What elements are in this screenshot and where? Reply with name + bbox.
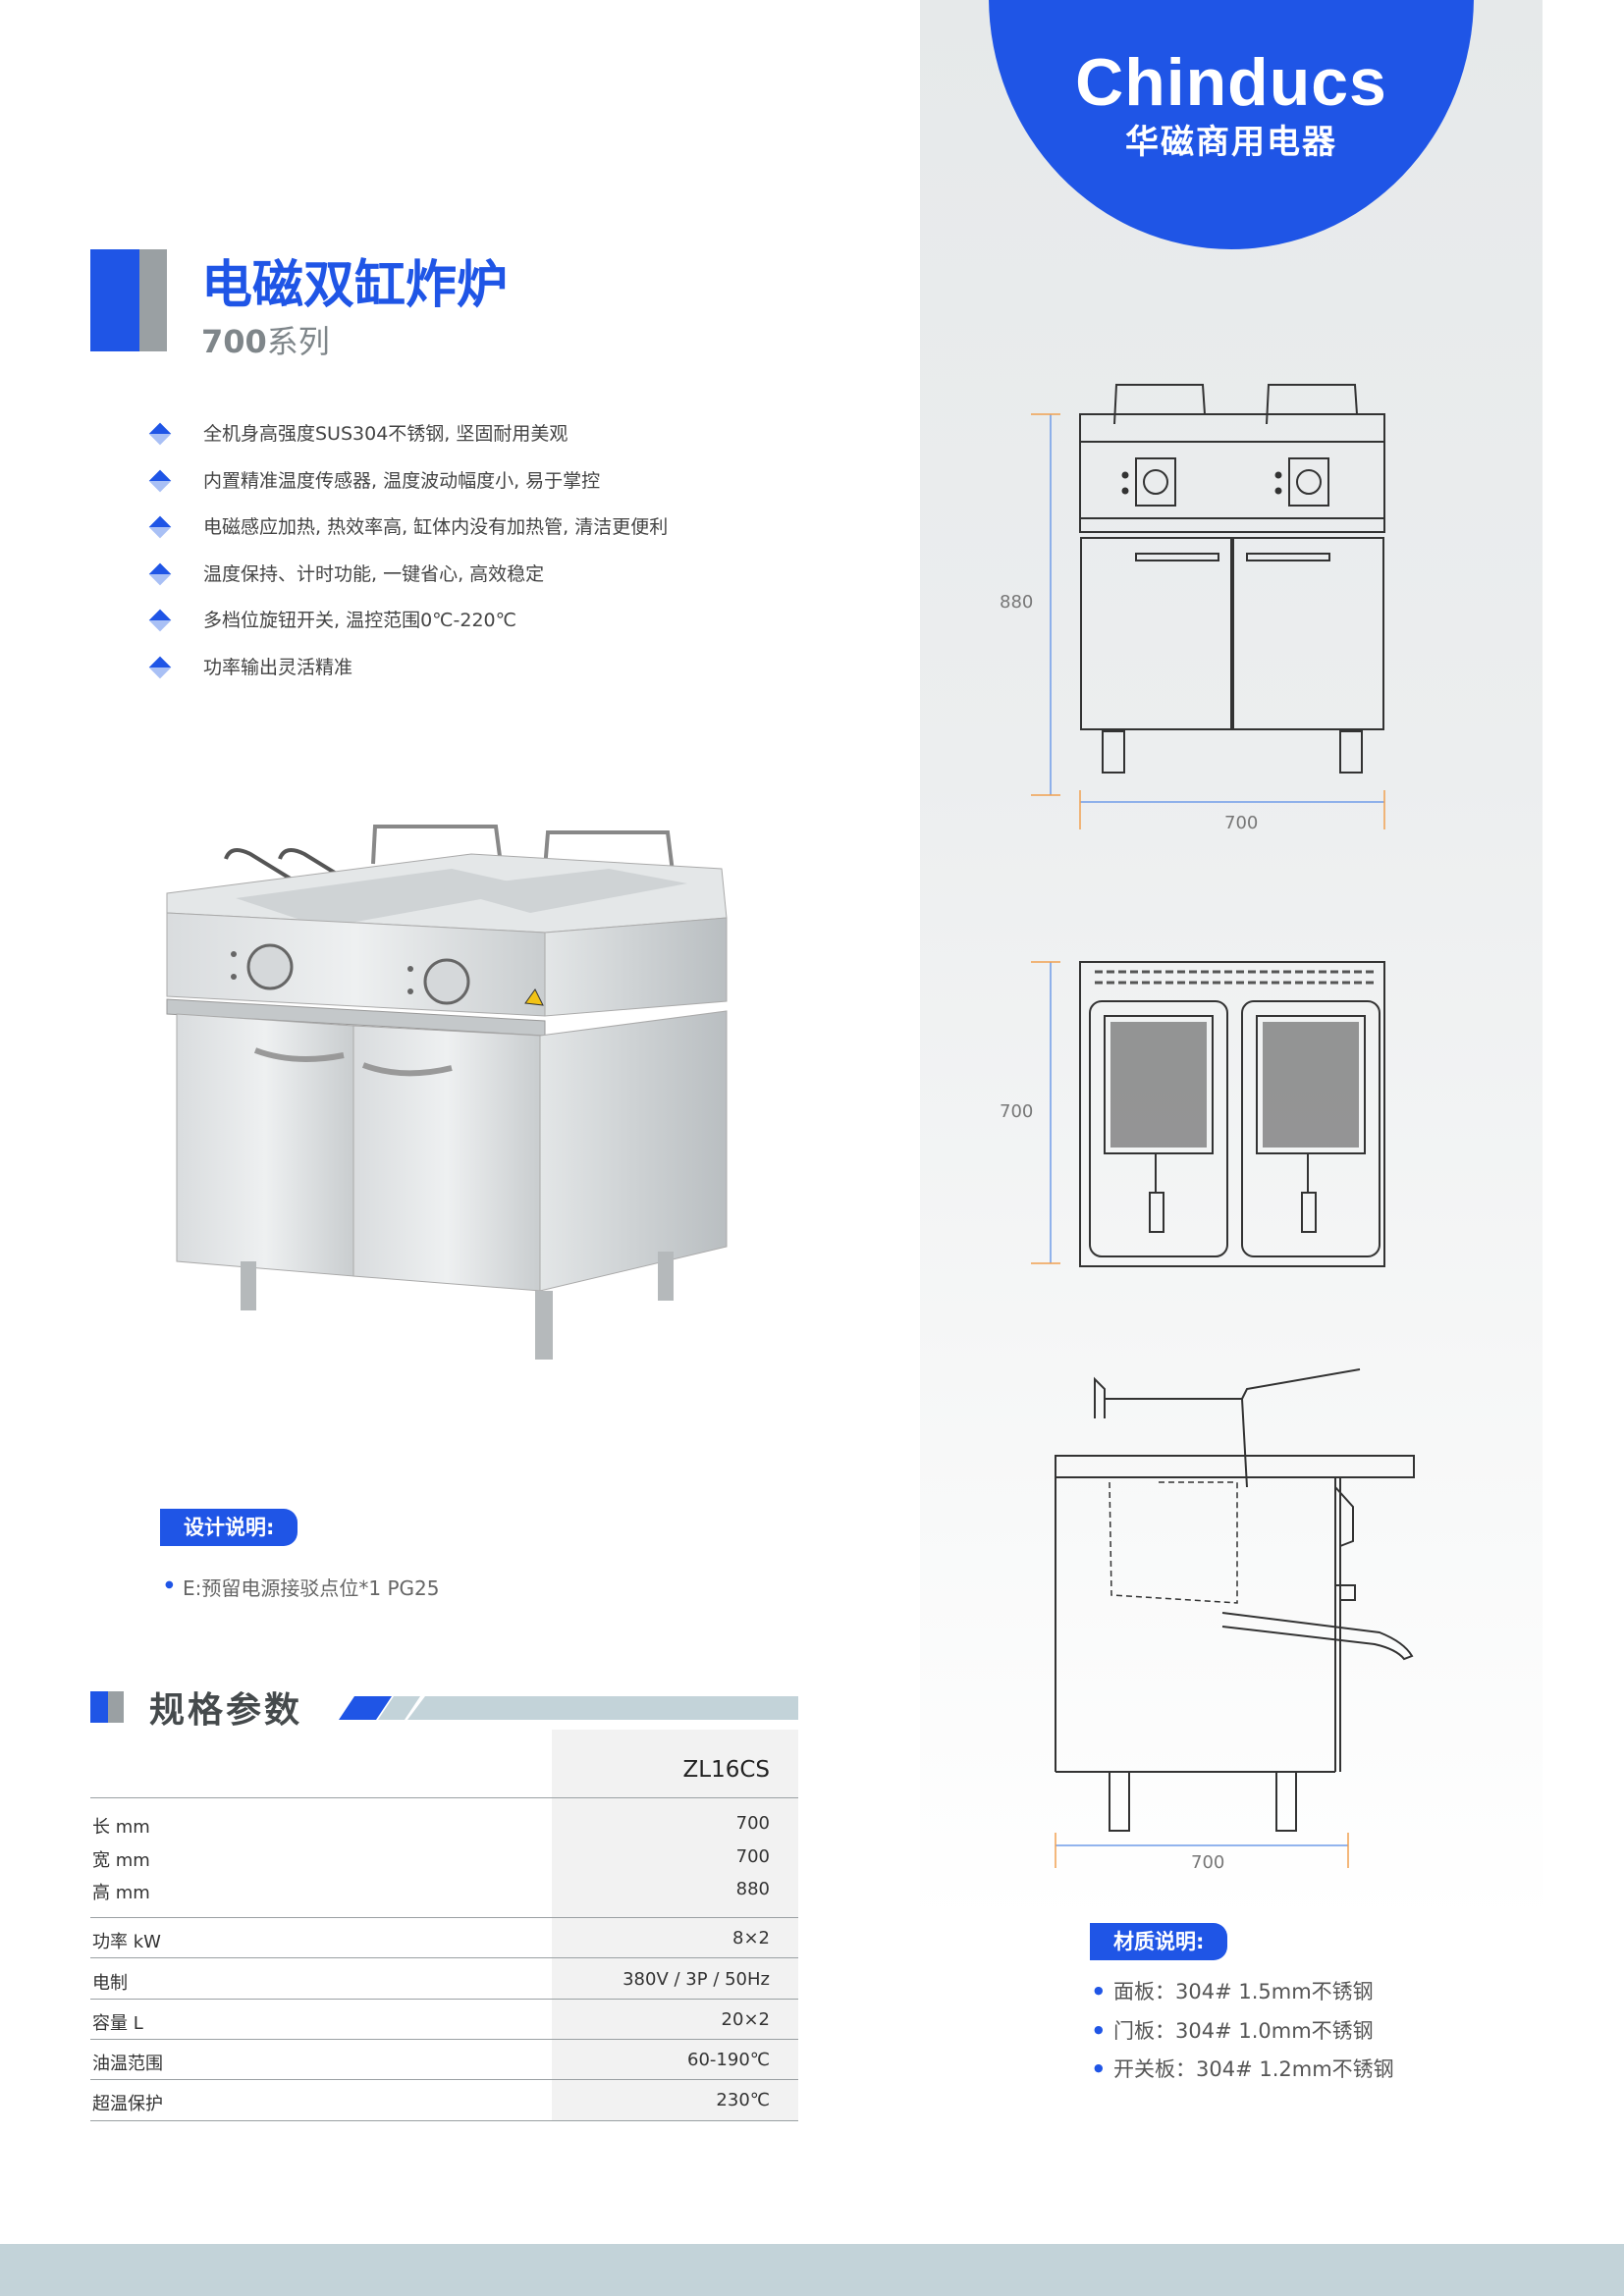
material-item: 门板：304# 1.0mm不锈钢 (1094, 2015, 1374, 2045)
spec-row-value: 8×2 (732, 1928, 770, 1949)
spec-row-label: 电制 (92, 1973, 128, 1994)
title-accent-bar (90, 249, 139, 351)
top-view-drawing (1031, 961, 1385, 1267)
spec-accent-square-grey (108, 1691, 124, 1723)
series-number: 700 (201, 323, 267, 360)
feature-list: 全机身高强度SUS304不锈钢, 坚固耐用美观 内置精准温度传感器, 温度波动幅… (148, 419, 668, 700)
diamond-bullet-icon (148, 469, 172, 492)
spec-row-label: 高 mm (92, 1883, 150, 1903)
spec-row-label: 油温范围 (92, 2054, 163, 2074)
design-note: E:预留电源接驳点位*1 PG25 (165, 1573, 440, 1601)
feature-item: 多档位旋钮开关, 温控范围0℃-220℃ (148, 606, 668, 653)
table-divider (90, 2039, 798, 2040)
feature-item: 内置精准温度传感器, 温度波动幅度小, 易于掌控 (148, 466, 668, 513)
title-accent-bar-grey (139, 249, 167, 351)
spec-accent-square (90, 1691, 108, 1723)
front-width-label: 700 (1224, 813, 1259, 833)
design-tag: 设计说明: (160, 1509, 298, 1546)
spec-row-value: 60-190℃ (687, 2050, 770, 2070)
diamond-bullet-icon (148, 656, 172, 678)
material-item: 面板：304# 1.5mm不锈钢 (1094, 1976, 1374, 2005)
spec-row-value: 880 (735, 1879, 770, 1899)
table-divider (90, 1917, 798, 1918)
spec-row-value: 700 (735, 1813, 770, 1834)
spec-row-label: 功率 kW (92, 1932, 161, 1952)
diamond-bullet-icon (148, 515, 172, 539)
front-view-drawing (1031, 384, 1385, 829)
brand-logo-cn: 华磁商用电器 (1125, 123, 1337, 162)
feature-item: 功率输出灵活精准 (148, 653, 668, 700)
spec-row-label: 长 mm (92, 1817, 150, 1838)
table-divider (90, 2120, 798, 2121)
spec-row-value: 230℃ (716, 2090, 770, 2110)
table-divider (90, 1999, 798, 2000)
table-divider (90, 1957, 798, 1958)
spec-row-value: 700 (735, 1846, 770, 1867)
material-tag: 材质说明: (1090, 1923, 1228, 1960)
footer-bar (0, 2244, 1624, 2296)
front-height-label: 880 (1000, 592, 1034, 613)
side-view-drawing (1055, 1368, 1415, 1868)
feature-item: 温度保持、计时功能, 一键省心, 高效稳定 (148, 560, 668, 607)
material-item: 开关板：304# 1.2mm不锈钢 (1094, 2054, 1394, 2083)
diamond-bullet-icon (148, 609, 172, 632)
top-depth-label: 700 (1000, 1101, 1034, 1122)
spec-title: 规格参数 (149, 1690, 303, 1731)
feature-item: 全机身高强度SUS304不锈钢, 坚固耐用美观 (148, 419, 668, 466)
series-word: 系列 (266, 323, 330, 360)
spec-heading-decoration (339, 1696, 798, 1720)
feature-item: 电磁感应加热, 热效率高, 缸体内没有加热管, 清洁更便利 (148, 512, 668, 560)
spec-row-label: 宽 mm (92, 1850, 150, 1871)
table-divider (90, 2079, 798, 2080)
side-width-label: 700 (1191, 1852, 1225, 1873)
product-title: 电磁双缸炸炉 (201, 256, 509, 315)
product-series: 700系列 (201, 317, 330, 362)
spec-row-value: 380V / 3P / 50Hz (623, 1969, 770, 1990)
table-divider (90, 1797, 798, 1798)
spec-row-label: 超温保护 (92, 2094, 163, 2114)
brand-logo-name: Chinducs (1075, 45, 1387, 120)
fryer-product-image (166, 825, 728, 1360)
spec-row-label: 容量 L (92, 2013, 143, 2034)
spec-model-column-bg (552, 1730, 798, 2121)
spec-model-header: ZL16CS (682, 1757, 771, 1783)
diamond-bullet-icon (148, 422, 172, 446)
spec-row-value: 20×2 (721, 2009, 770, 2030)
diamond-bullet-icon (148, 562, 172, 585)
